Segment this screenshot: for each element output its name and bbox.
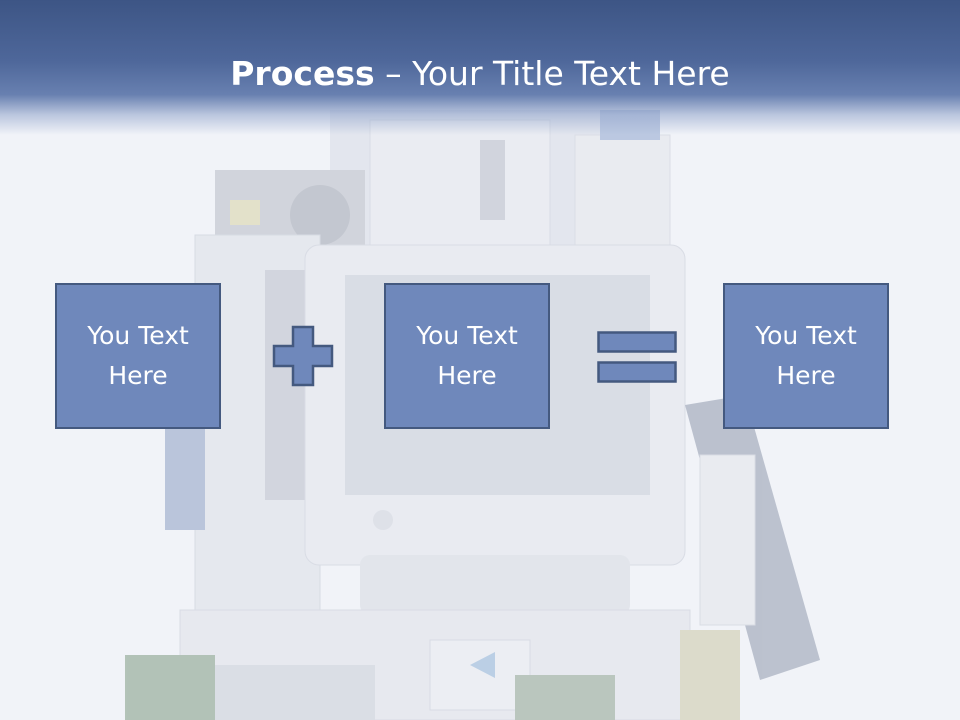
plus-icon	[272, 325, 334, 387]
title-band	[0, 0, 960, 135]
slide-title: Process – Your Title Text Here	[0, 50, 960, 98]
process-box-1[interactable]: You Text Here	[55, 283, 221, 429]
title-rest: – Your Title Text Here	[374, 54, 730, 93]
process-box-3[interactable]: You Text Here	[723, 283, 889, 429]
process-box-3-label: You Text Here	[755, 321, 857, 390]
equals-icon	[597, 331, 677, 383]
process-box-1-label: You Text Here	[87, 321, 189, 390]
process-box-2-label: You Text Here	[416, 321, 518, 390]
title-bold: Process	[230, 54, 375, 93]
process-box-2[interactable]: You Text Here	[384, 283, 550, 429]
